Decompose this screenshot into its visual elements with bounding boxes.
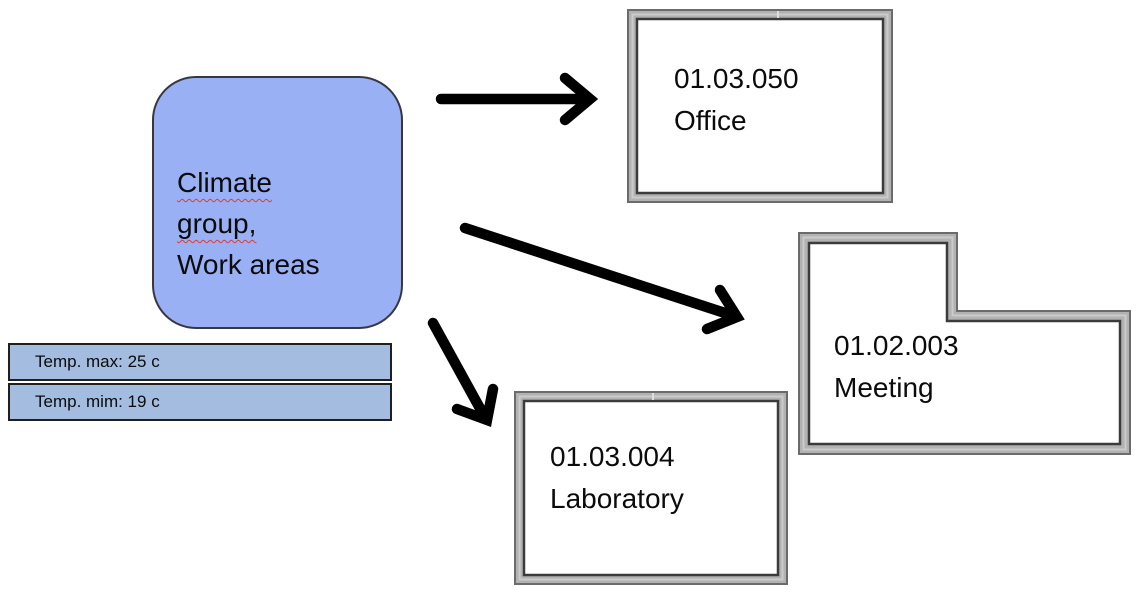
arrow-to-laboratory-icon: [427, 317, 499, 428]
room-laboratory-id: 01.03.004: [550, 441, 675, 472]
climate-group-label-line1: Climate: [177, 167, 272, 198]
room-shape-meeting: [798, 232, 1131, 455]
room-meeting-id: 01.02.003: [834, 330, 959, 361]
room-label-laboratory: 01.03.004 Laboratory: [550, 436, 684, 520]
room-office-name: Office: [674, 105, 747, 136]
room-office-id: 01.03.050: [674, 63, 799, 94]
climate-group-label-line3: Work areas: [177, 249, 320, 280]
room-label-office: 01.03.050 Office: [674, 58, 799, 142]
room-label-meeting: 01.02.003 Meeting: [834, 325, 959, 409]
climate-group-label-line2: group,: [177, 208, 257, 239]
climate-group-node: Climate group, Work areas: [152, 76, 403, 329]
temp-min-row: Temp. mim: 19 c: [8, 383, 392, 421]
room-shape-office: [627, 9, 893, 203]
climate-group-label: Climate group, Work areas: [177, 162, 320, 285]
room-meeting-name: Meeting: [834, 372, 934, 403]
room-laboratory-name: Laboratory: [550, 483, 684, 514]
temperature-table: Temp. max: 25 c Temp. mim: 19 c: [8, 343, 392, 421]
arrow-to-meeting-icon: [459, 222, 745, 335]
arrow-to-office-icon: [435, 72, 599, 126]
temp-max-row: Temp. max: 25 c: [8, 343, 392, 381]
room-shape-laboratory: [514, 391, 788, 585]
